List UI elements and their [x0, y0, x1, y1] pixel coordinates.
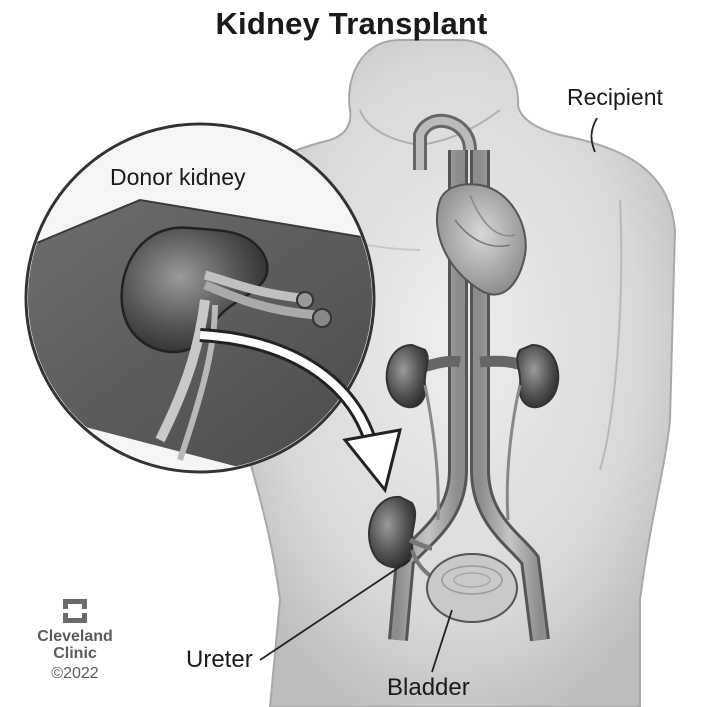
copyright: ©2022	[20, 665, 130, 683]
credit-logo: Cleveland Clinic ©2022	[20, 598, 130, 683]
cleveland-clinic-logo-icon	[62, 598, 88, 624]
credit-name-line1: Cleveland	[20, 628, 130, 645]
label-bladder: Bladder	[387, 674, 470, 702]
diagram-title: Kidney Transplant	[0, 6, 703, 42]
credit-name-line2: Clinic	[20, 645, 130, 662]
label-donor-kidney: Donor kidney	[110, 164, 246, 191]
bladder	[427, 554, 517, 622]
label-ureter: Ureter	[186, 646, 253, 674]
label-recipient: Recipient	[567, 84, 663, 111]
